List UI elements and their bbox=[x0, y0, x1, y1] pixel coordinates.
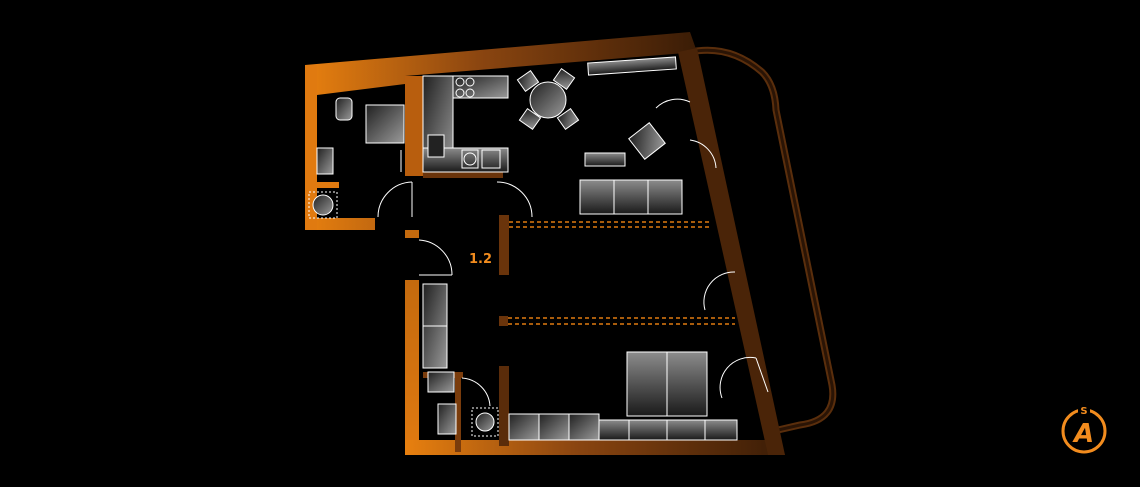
logo-top-letter: S bbox=[1080, 406, 1087, 417]
compass-logo-icon: S A bbox=[1061, 404, 1107, 454]
washing-machine-icon bbox=[463, 152, 477, 166]
bathroom bbox=[308, 97, 405, 219]
doors bbox=[377, 98, 769, 407]
balcony bbox=[689, 46, 837, 434]
living-room bbox=[579, 56, 683, 215]
boiler-icon bbox=[312, 194, 334, 216]
logo-main-letter: A bbox=[1072, 419, 1094, 449]
bedroom bbox=[508, 351, 738, 441]
kitchen bbox=[422, 75, 509, 173]
sink-icon bbox=[316, 147, 334, 175]
dining-table bbox=[516, 67, 580, 131]
room-label: 1.2 bbox=[469, 252, 492, 267]
hallway bbox=[422, 283, 499, 437]
stove-icon bbox=[455, 77, 475, 98]
toilet-icon bbox=[335, 97, 353, 121]
exterior-walls bbox=[305, 32, 785, 455]
dashed-partitions bbox=[508, 221, 735, 325]
